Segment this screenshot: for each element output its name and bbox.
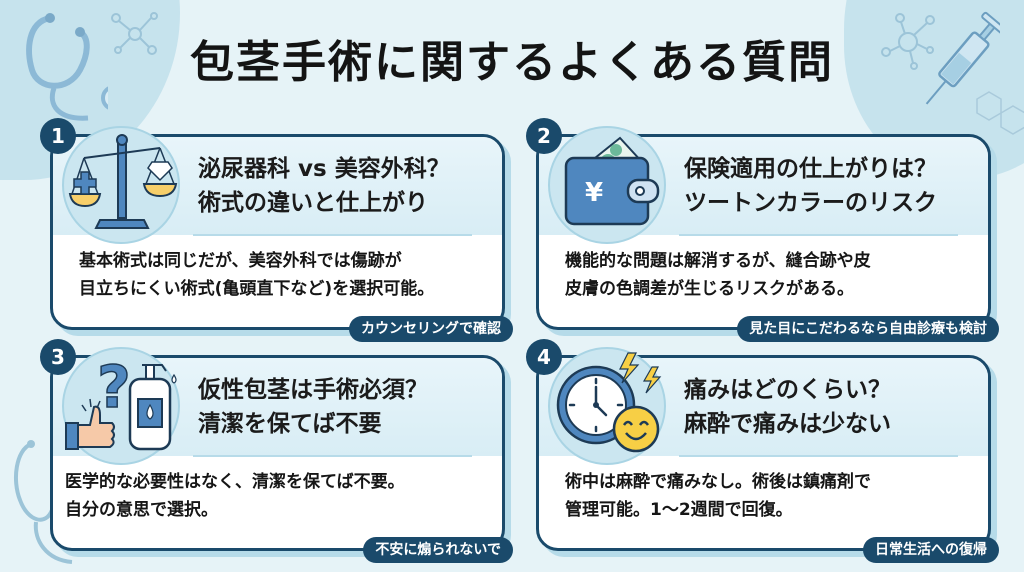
faq-card-3: 仮性包茎は手術必須？ 清潔を保てば不要 医学的な必要性はなく、清潔を保てば不要。… bbox=[40, 339, 513, 563]
answer-line-1: 術中は麻酔で痛みなし。術後は鎮痛剤で bbox=[565, 472, 871, 492]
molecule-icon bbox=[881, 13, 935, 70]
question-number-badge: 2 bbox=[526, 118, 562, 154]
clock-smiley-icon bbox=[556, 352, 662, 453]
tag-pill: 見た目にこだわるなら自由診療も検討 bbox=[737, 316, 999, 342]
faq-card-4: 痛みはどのくらい？ 麻酔で痛みは少ない 術中は麻酔で痛みなし。術後は鎮痛剤で 管… bbox=[526, 339, 999, 563]
question-line-1: 泌尿器科 vs 美容外科？ bbox=[198, 156, 450, 182]
syringe-icon bbox=[925, 11, 1000, 105]
question-line-2: 麻酔で痛みは少ない bbox=[684, 411, 891, 437]
question-line-1: 仮性包茎は手術必須？ bbox=[198, 377, 428, 403]
question-number-badge: 3 bbox=[40, 339, 76, 375]
question-title: 保険適用の仕上がりは？ ツートンカラーのリスク bbox=[684, 152, 937, 220]
answer-text: 基本術式は同じだが、美容外科では傷跡が 目立ちにくい術式(亀頭直下など)を選択可… bbox=[79, 247, 434, 303]
question-line-2: 清潔を保てば不要 bbox=[198, 411, 382, 437]
question-line-2: 術式の違いと仕上がり bbox=[198, 190, 428, 216]
wallet-yen-icon: ¥ bbox=[564, 136, 660, 226]
question-title: 痛みはどのくらい？ 麻酔で痛みは少ない bbox=[684, 373, 891, 441]
scale-icon bbox=[68, 134, 178, 229]
svg-text:?: ? bbox=[97, 353, 131, 421]
divider bbox=[679, 234, 958, 236]
question-number-badge: 4 bbox=[526, 339, 562, 375]
tag-pill: 日常生活への復帰 bbox=[863, 537, 999, 563]
question-title: 仮性包茎は手術必須？ 清潔を保てば不要 bbox=[198, 373, 428, 441]
stethoscope-icon bbox=[26, 13, 108, 121]
question-line-1: 痛みはどのくらい？ bbox=[684, 377, 891, 403]
answer-line-2: 目立ちにくい術式(亀頭直下など)を選択可能。 bbox=[79, 279, 435, 299]
molecule-icon bbox=[111, 12, 158, 55]
answer-line-1: 医学的な必要性はなく、清潔を保てば不要。 bbox=[65, 472, 405, 492]
answer-text: 機能的な問題は解消するが、縫合跡や皮 皮膚の色調差が生じるリスクがある。 bbox=[565, 247, 871, 303]
answer-text: 医学的な必要性はなく、清潔を保てば不要。 自分の意思で選択。 bbox=[65, 468, 405, 524]
answer-line-1: 機能的な問題は解消するが、縫合跡や皮 bbox=[565, 251, 871, 271]
stethoscope-icon bbox=[13, 440, 73, 564]
divider bbox=[193, 234, 472, 236]
tag-pill: カウンセリングで確認 bbox=[349, 316, 513, 342]
divider bbox=[679, 455, 958, 457]
question-line-1: 保険適用の仕上がりは？ bbox=[684, 156, 937, 182]
faq-card-1: 泌尿器科 vs 美容外科？ 術式の違いと仕上がり 基本術式は同じだが、美容外科で… bbox=[40, 118, 513, 342]
answer-line-1: 基本術式は同じだが、美容外科では傷跡が bbox=[79, 251, 402, 271]
question-line-2: ツートンカラーのリスク bbox=[684, 190, 937, 216]
tag-pill: 不安に煽られないで bbox=[363, 537, 513, 563]
faq-card-2: 保険適用の仕上がりは？ ツートンカラーのリスク 機能的な問題は解消するが、縫合跡… bbox=[526, 118, 999, 342]
thumbs-up-question-soap-icon: ? bbox=[65, 352, 177, 451]
divider bbox=[193, 455, 472, 457]
question-title: 泌尿器科 vs 美容外科？ 術式の違いと仕上がり bbox=[198, 152, 450, 220]
page-title: 包茎手術に関するよくある質問 bbox=[190, 37, 834, 88]
answer-line-2: 管理可能。1〜2週間で回復。 bbox=[565, 500, 793, 520]
svg-text:¥: ¥ bbox=[585, 178, 603, 208]
question-number-badge: 1 bbox=[40, 118, 76, 154]
answer-line-2: 皮膚の色調差が生じるリスクがある。 bbox=[565, 279, 854, 299]
answer-text: 術中は麻酔で痛みなし。術後は鎮痛剤で 管理可能。1〜2週間で回復。 bbox=[565, 468, 871, 524]
hexagon-molecule-icon bbox=[976, 91, 1024, 135]
answer-line-2: 自分の意思で選択。 bbox=[65, 500, 218, 520]
